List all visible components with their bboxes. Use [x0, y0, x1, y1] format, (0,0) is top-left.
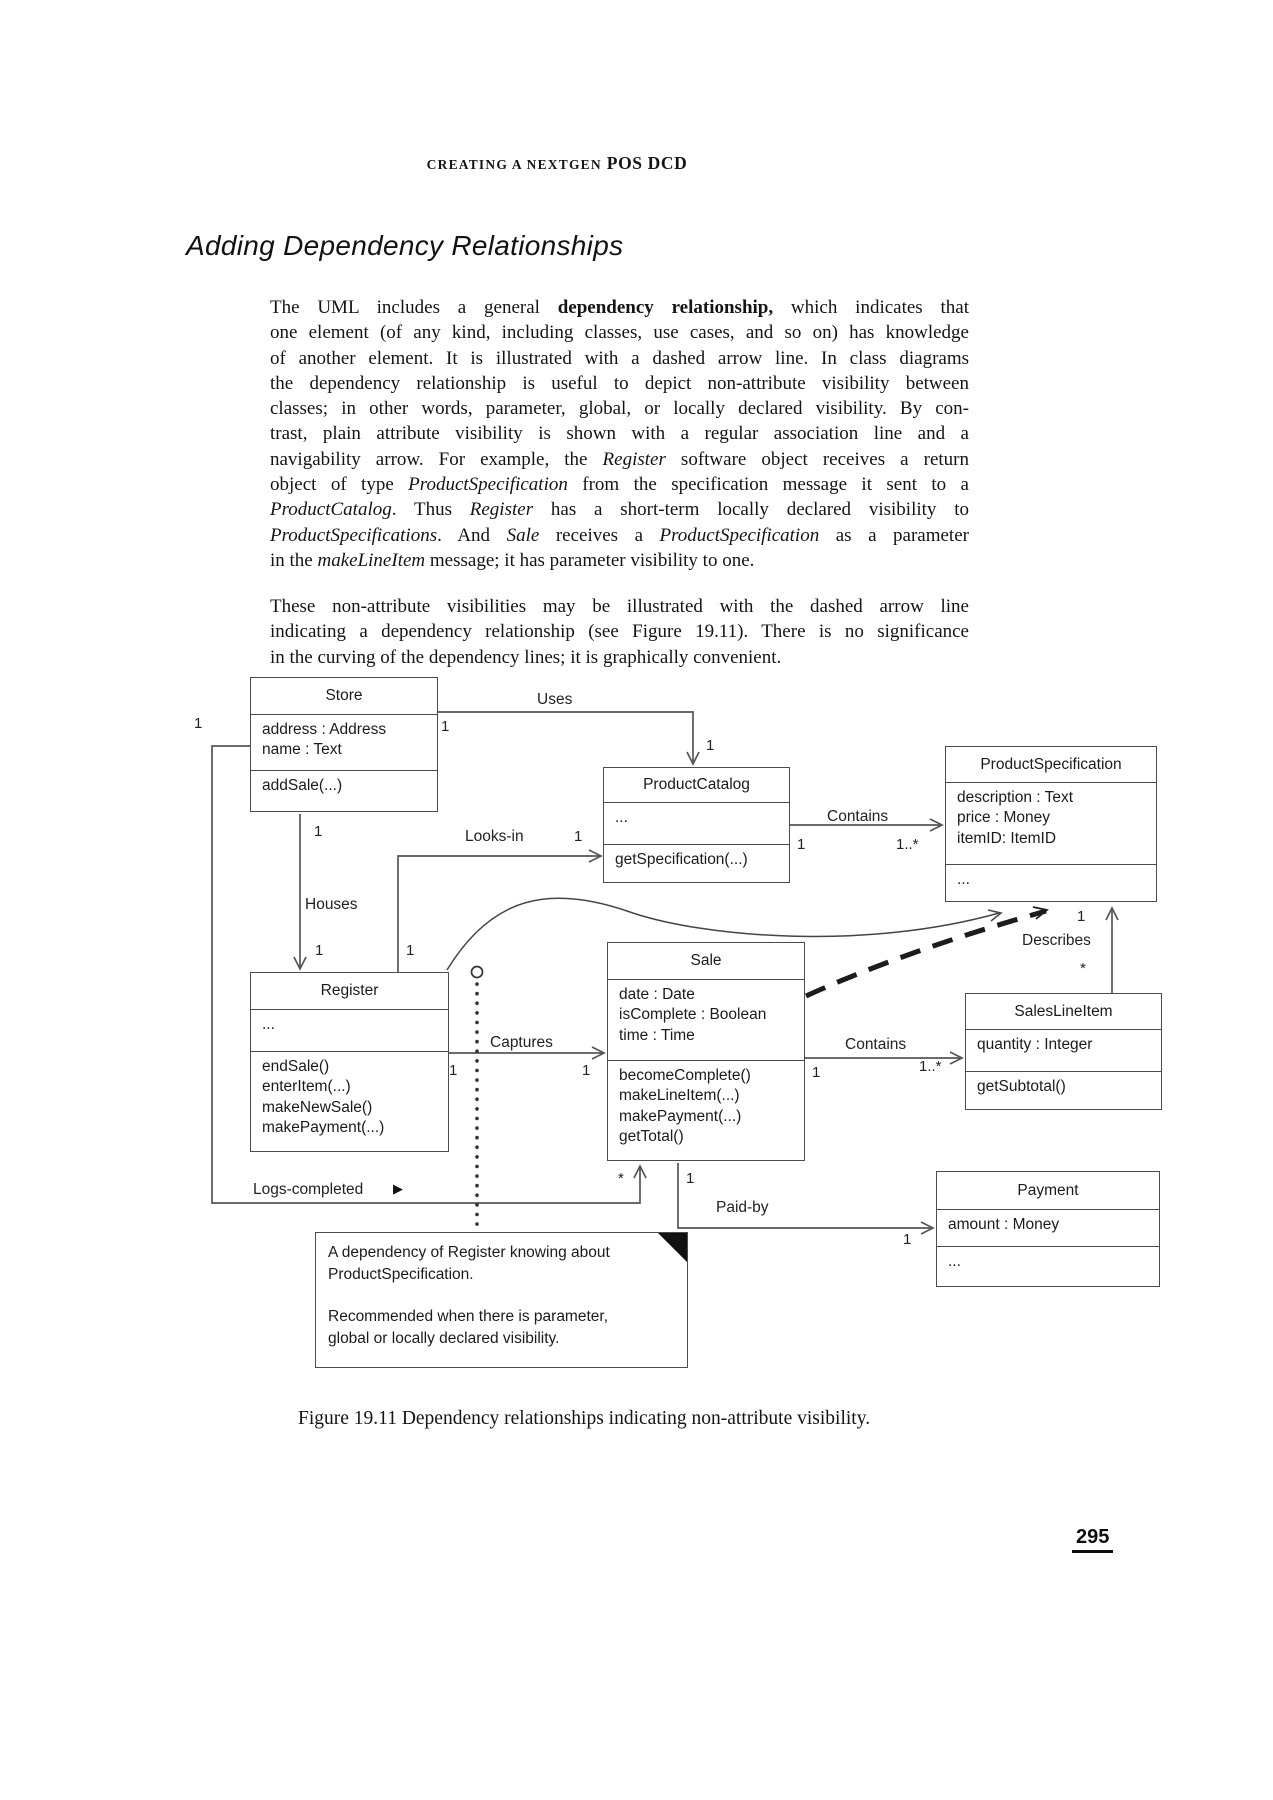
mult-contains-sli: 1..* — [919, 1058, 942, 1075]
class-product-catalog-title: ProductCatalog — [604, 768, 789, 803]
page-number: 295 — [1072, 1526, 1114, 1553]
class-sales-line-item-title: SalesLineItem — [966, 994, 1161, 1030]
running-header-chapter: CREATING A NEXTGEN — [426, 157, 602, 172]
mult-paid-by-payment: 1 — [903, 1231, 912, 1248]
logs-completed-arrowhead-icon — [633, 1164, 647, 1179]
contains-catalog-label: Contains — [827, 808, 889, 825]
uses-label: Uses — [537, 691, 573, 708]
houses-label: Houses — [305, 896, 358, 913]
running-header: CREATING A NEXTGEN POS DCD — [237, 153, 877, 174]
contains-sale-label: Contains — [845, 1036, 907, 1053]
class-sales-line-item-attributes: quantity : Integer — [966, 1030, 1161, 1072]
uml-note: A dependency of Register knowing about P… — [315, 1232, 688, 1368]
class-payment-title: Payment — [937, 1172, 1159, 1210]
mult-logs-store: 1 — [194, 715, 203, 732]
class-register-operations: endSale() enterItem(...) makeNewSale() m… — [262, 1058, 385, 1136]
captures-arrowhead-icon — [591, 1046, 606, 1060]
class-product-specification-operations: ... — [957, 871, 970, 888]
class-payment-operations: ... — [948, 1253, 961, 1270]
class-register-attributes: ... — [251, 1010, 448, 1052]
note-anchor-circle-icon — [470, 965, 484, 979]
class-product-specification-attributes: description : Text price : Money itemID:… — [946, 783, 1156, 865]
note-connector — [470, 965, 484, 1233]
class-store-operations: addSale(...) — [262, 777, 343, 794]
class-sale-title: Sale — [608, 943, 804, 980]
running-header-topic: POS DCD — [601, 153, 688, 173]
uses-arrowhead-icon — [686, 751, 700, 766]
paragraph-1: The UML includes a general dependency re… — [270, 297, 969, 571]
uses-association-line — [436, 711, 694, 763]
mult-captures-sale: 1 — [582, 1062, 591, 1079]
mult-captures-register: 1 — [449, 1062, 458, 1079]
looks-in-arrowhead-icon — [588, 849, 603, 863]
describes-label: Describes — [1022, 932, 1091, 949]
paid-by-association-line — [677, 1163, 931, 1229]
mult-contains-spec: 1..* — [896, 836, 919, 853]
section-heading: Adding Dependency Relationships — [186, 230, 624, 261]
logs-completed-direction-icon: ▶ — [393, 1181, 403, 1196]
mult-looks-in-catalog: 1 — [574, 828, 583, 845]
mult-uses-catalog: 1 — [706, 737, 715, 754]
mult-describes-spec: 1 — [1077, 908, 1086, 925]
class-register: Register ... endSale() enterItem(...) ma… — [250, 972, 449, 1152]
paid-by-label: Paid-by — [716, 1199, 769, 1216]
contains-catalog-arrowhead-icon — [929, 818, 944, 832]
class-product-catalog-operations: getSpecification(...) — [615, 851, 748, 868]
class-sale-operations: becomeComplete() makeLineItem(...) makeP… — [619, 1067, 751, 1145]
class-payment: Payment amount : Money ... — [936, 1171, 1160, 1287]
class-product-specification-title: ProductSpecification — [946, 747, 1156, 783]
note-fold-corner-icon — [658, 1233, 687, 1262]
houses-arrowhead-icon — [293, 956, 307, 971]
mult-describes-sli: * — [1080, 960, 1086, 977]
figure-caption: Figure 19.11 Dependency relationships in… — [298, 1408, 871, 1429]
class-product-specification: ProductSpecification description : Text … — [945, 746, 1157, 902]
logs-completed-label: Logs-completed — [253, 1181, 364, 1198]
class-payment-attributes: amount : Money — [937, 1210, 1159, 1247]
mult-houses-register: 1 — [315, 942, 324, 959]
looks-in-label: Looks-in — [465, 828, 524, 845]
mult-contains-sale: 1 — [812, 1064, 821, 1081]
class-product-catalog-attributes: ... — [604, 803, 789, 845]
class-sales-line-item-operations: getSubtotal() — [977, 1078, 1066, 1095]
class-store-attributes: address : Address name : Text — [251, 715, 437, 771]
class-sale-attributes: date : Date isComplete : Boolean time : … — [608, 980, 804, 1061]
class-register-title: Register — [251, 973, 448, 1010]
mult-paid-by-sale: 1 — [686, 1170, 695, 1187]
mult-logs-sale: * — [618, 1170, 624, 1187]
note-text-1: A dependency of Register knowing about P… — [328, 1244, 610, 1283]
captures-label: Captures — [490, 1034, 553, 1051]
mult-houses-store: 1 — [314, 823, 323, 840]
describes-arrowhead-icon — [1105, 906, 1119, 921]
sale-dependency-dashed-curve — [804, 906, 1049, 999]
looks-in-association-line — [397, 855, 600, 972]
mult-looks-in-register: 1 — [406, 942, 415, 959]
class-store: Store address : Address name : Text addS… — [250, 677, 438, 812]
class-store-title: Store — [251, 678, 437, 715]
sale-dependency-arrowhead-icon — [1032, 906, 1049, 920]
register-dependency-arrowhead-icon — [987, 909, 1003, 922]
class-sale: Sale date : Date isComplete : Boolean ti… — [607, 942, 805, 1161]
class-product-catalog: ProductCatalog ... getSpecification(...) — [603, 767, 790, 883]
mult-uses-store: 1 — [441, 718, 450, 735]
paid-by-arrowhead-icon — [920, 1221, 935, 1235]
contains-sale-arrowhead-icon — [949, 1051, 964, 1065]
mult-contains-catalog: 1 — [797, 836, 806, 853]
paragraph-2: These non-attribute visibilities may be … — [270, 596, 969, 668]
note-text-2: Recommended when there is parameter, glo… — [328, 1308, 609, 1347]
class-sales-line-item: SalesLineItem quantity : Integer getSubt… — [965, 993, 1162, 1110]
